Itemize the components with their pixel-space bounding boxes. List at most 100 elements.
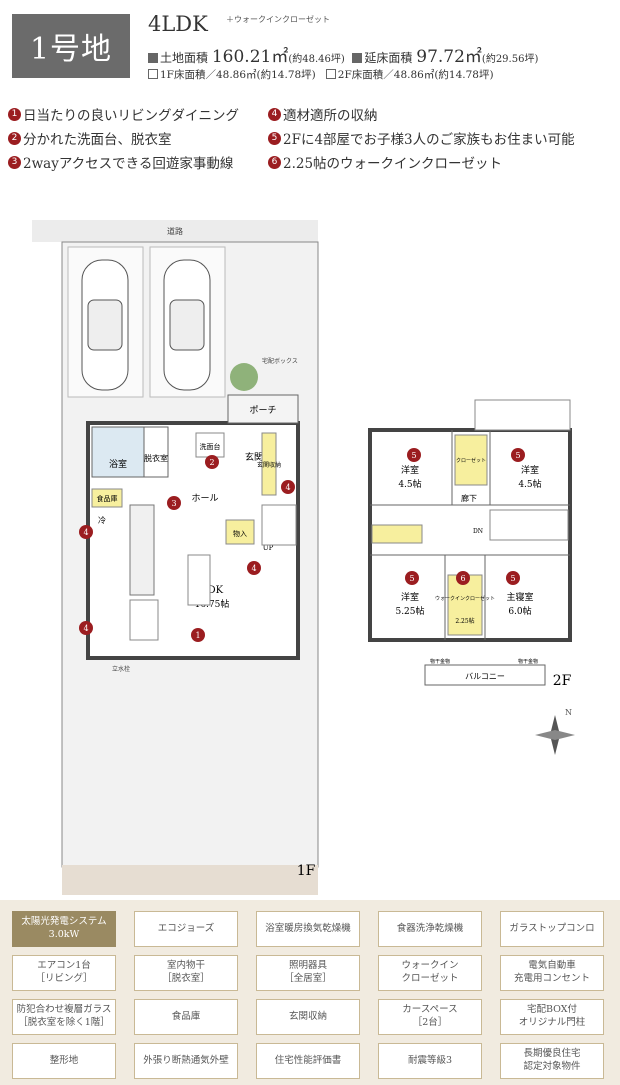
car-icon: [163, 259, 211, 391]
wash-stand-label: 洗面台: [200, 442, 221, 451]
dressing-room: [143, 426, 169, 478]
lot-badge: 1号地: [12, 14, 130, 78]
equipment-item: 住宅性能評価書: [256, 1043, 360, 1079]
svg-text:4: 4: [83, 528, 88, 537]
pantry: [91, 488, 123, 508]
floor-area-tsubo: (約29.56坪): [481, 54, 539, 65]
stairs-2f: [489, 509, 569, 541]
walk-in-closet: [447, 574, 483, 636]
svg-text:5: 5: [409, 574, 414, 583]
area-spec-row: 土地面積 160.21㎡(約48.46坪) 延床面積 97.72㎡(約29.56…: [148, 42, 538, 67]
feature-marker: 4: [247, 561, 261, 575]
hanger-label: 物干金物: [518, 658, 538, 665]
equipment-item: 浴室暖房換気乾燥機: [256, 911, 360, 947]
equipment-item: 電気自動車 充電用コンセント: [500, 955, 604, 991]
fridge-label: 冷: [98, 515, 106, 525]
equipment-item: 太陽光発電システム 3.0kW: [12, 911, 116, 947]
equipment-item: 食器洗浄乾燥機: [378, 911, 482, 947]
f1-area: 1F床面積／48.86㎡(約14.78坪): [160, 69, 316, 81]
equipment-item: 長期優良住宅 認定対象物件: [500, 1043, 604, 1079]
bath-label: 浴室: [109, 458, 127, 470]
land-area-value: 160.21㎡: [211, 47, 289, 67]
car-icon: [81, 259, 129, 391]
equipment-item: 室内物干 ［脱衣室］: [134, 955, 238, 991]
equipment-item: カースペース ［2台］: [378, 999, 482, 1035]
closet-label: クローゼット: [456, 457, 486, 464]
svg-text:5: 5: [411, 451, 416, 460]
floor-2-label: 2F: [553, 673, 572, 689]
ldk-label: LDK: [201, 585, 224, 596]
porch: [227, 394, 299, 424]
road-label: 道路: [167, 226, 183, 236]
stairs-up-label: UP: [263, 544, 274, 552]
feature-marker: 4: [281, 480, 295, 494]
svg-text:5: 5: [510, 574, 515, 583]
delivery-box-label: 宅配ボックス: [262, 357, 298, 365]
feature-marker: 4: [79, 525, 93, 539]
floor-spec-row: 1F床面積／48.86㎡(約14.78坪) 2F床面積／48.86㎡(約14.7…: [148, 67, 494, 82]
feature-marker: 5: [407, 448, 421, 462]
equipment-item: 整形地: [12, 1043, 116, 1079]
balcony: [424, 664, 546, 686]
equipment-item: 耐震等級3: [378, 1043, 482, 1079]
hanger-label: 物干金物: [430, 658, 450, 665]
dressing-label: 脱衣室: [144, 453, 168, 463]
feature-number-5: 5: [268, 131, 281, 145]
sofa: [187, 554, 211, 606]
land-area-label: 土地面積: [160, 51, 209, 65]
f2-area: 2F床面積／48.86㎡(約14.78坪): [337, 69, 494, 81]
room-a-size: 4.5帖: [398, 478, 421, 490]
master-label: 主寝室: [506, 591, 533, 603]
hall-label: ホール: [191, 493, 218, 504]
floor-1-label: 1F: [297, 863, 316, 879]
master-size: 6.0帖: [508, 605, 531, 617]
feature-marker: 1: [191, 628, 205, 642]
land-area-tsubo: (約48.46坪): [288, 54, 345, 65]
floor-area-value: 97.72㎡: [416, 47, 482, 67]
feature-marker: 5: [511, 448, 525, 462]
floor-1-plan: 道路 宅配ボックス ポーチ 浴室 脱衣室 洗面台 玄関 玄関収納 ホール: [32, 220, 319, 895]
room-b-size: 4.5帖: [518, 478, 541, 490]
feature-marker: 6: [456, 571, 470, 585]
svg-text:N: N: [565, 708, 572, 717]
feature-text-3: 2wayアクセスできる回遊家事動線: [23, 156, 234, 172]
floor-area-label: 延床面積: [364, 51, 413, 65]
feature-text-4: 適材適所の収納: [283, 108, 378, 124]
svg-text:5: 5: [515, 451, 520, 460]
closet: [454, 434, 488, 486]
room-b-label: 洋室: [521, 464, 539, 476]
hollow-square-icon: [325, 69, 336, 79]
equipment-item: ウォークイン クローゼット: [378, 955, 482, 991]
feature-number-2: 2: [8, 131, 21, 145]
pantry-label: 食品庫: [97, 494, 118, 503]
wic-size: 2.25帖: [455, 617, 474, 625]
layout-type: 4LDK: [148, 12, 208, 36]
feature-text-2: 分かれた洗面台、脱衣室: [23, 132, 172, 148]
layout-type-sub: ＋ウォークインクローゼット: [226, 15, 330, 24]
tree-icon: [230, 363, 258, 391]
wic-label: ウォークインクローゼット: [435, 595, 495, 602]
svg-text:4: 4: [83, 624, 88, 633]
svg-text:4: 4: [285, 483, 290, 492]
feature-marker: 5: [405, 571, 419, 585]
hollow-square-icon: [148, 69, 158, 79]
feature-marker: 4: [79, 621, 93, 635]
entrance-label: 玄関: [245, 451, 263, 463]
room-c-label: 洋室: [401, 591, 419, 603]
corridor-label: 廊下: [461, 493, 477, 503]
feature-text-6: 2.25帖のウォークインクローゼット: [283, 156, 503, 172]
svg-text:4: 4: [251, 564, 256, 573]
closet-2f: [371, 524, 423, 544]
garden-area: [62, 865, 318, 895]
equipment-item: 玄関収納: [256, 999, 360, 1035]
kitchen-counter: [129, 504, 155, 596]
shoe-storage-label: 玄関収納: [257, 461, 281, 469]
svg-text:1: 1: [195, 631, 200, 640]
filled-square-icon: [352, 53, 363, 63]
storage-label: 物入: [233, 529, 247, 538]
feature-text-1: 日当たりの良いリビングダイニング: [23, 108, 239, 124]
